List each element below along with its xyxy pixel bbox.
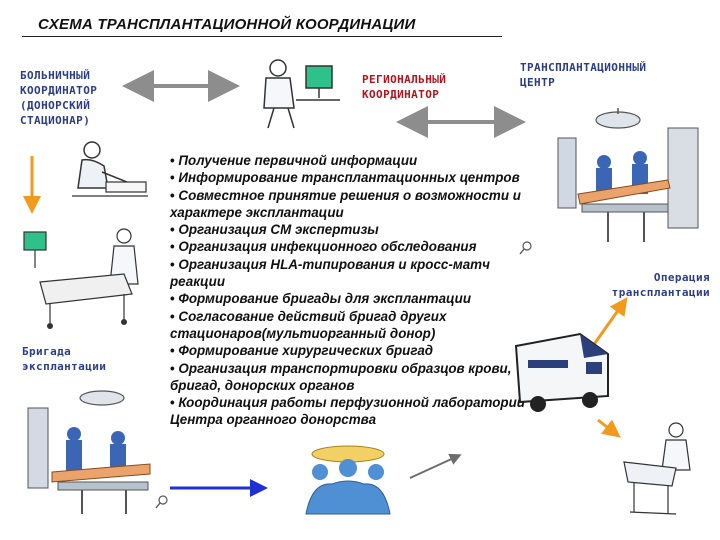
explant-team-label: Бригада эксплантации: [22, 345, 107, 373]
surgeons-group-icon: [305, 445, 391, 515]
task-item: Организация HLA-типирования и кросс-матч…: [170, 256, 540, 291]
magnifier-icon: [519, 241, 532, 255]
doctor-at-computer-icon: [263, 59, 340, 129]
operating-room-icon: [557, 108, 699, 242]
arrow-to-operation: [588, 297, 628, 351]
ambulance-icon: [514, 332, 609, 412]
title-underline: [22, 36, 502, 37]
task-item: Формирование хирургических бригад: [170, 342, 540, 359]
task-item: Совместное принятие решения о возможност…: [170, 187, 540, 222]
task-item: Координация работы перфузионной лаборато…: [170, 394, 540, 429]
incubator-icon: [623, 422, 691, 515]
doctor-writing-icon: [72, 141, 148, 197]
arrow-incubator: [597, 418, 621, 438]
surgeon-icon: [27, 390, 151, 514]
task-item: Организация инфекционного обследования: [170, 238, 540, 255]
task-item: Организация транспортировки образцов кро…: [170, 360, 540, 395]
magnifier-icon: [155, 495, 168, 509]
hospital-bed-icon: [23, 228, 139, 329]
task-item: Организация СМ экспертизы: [170, 221, 540, 238]
transplant-operation-label: Операция трансплантации: [611, 271, 710, 299]
transplant-center-label: ТРАНСПЛАНТАЦИОННЫЙ ЦЕНТР: [520, 61, 647, 89]
hospital-coordinator-label: БОЛЬНИЧНЫЙ КООРДИНАТОР (ДОНОРСКИЙ СТАЦИО…: [20, 69, 98, 127]
task-item: Получение первичной информации: [170, 152, 540, 169]
arrow-organ-transport: [409, 453, 462, 479]
task-item: Формирование бригады для эксплантации: [170, 290, 540, 307]
task-item: Согласование действий бригад других стац…: [170, 308, 540, 343]
page-title: СХЕМА ТРАНСПЛАНТАЦИОННОЙ КООРДИНАЦИИ: [38, 16, 416, 33]
coordination-task-list: Получение первичной информации Информиро…: [170, 152, 540, 429]
regional-coordinator-label: РЕГИОНАЛЬНЫЙ КООРДИНАТОР: [362, 73, 447, 101]
task-item: Информирование трансплантационных центро…: [170, 169, 540, 186]
